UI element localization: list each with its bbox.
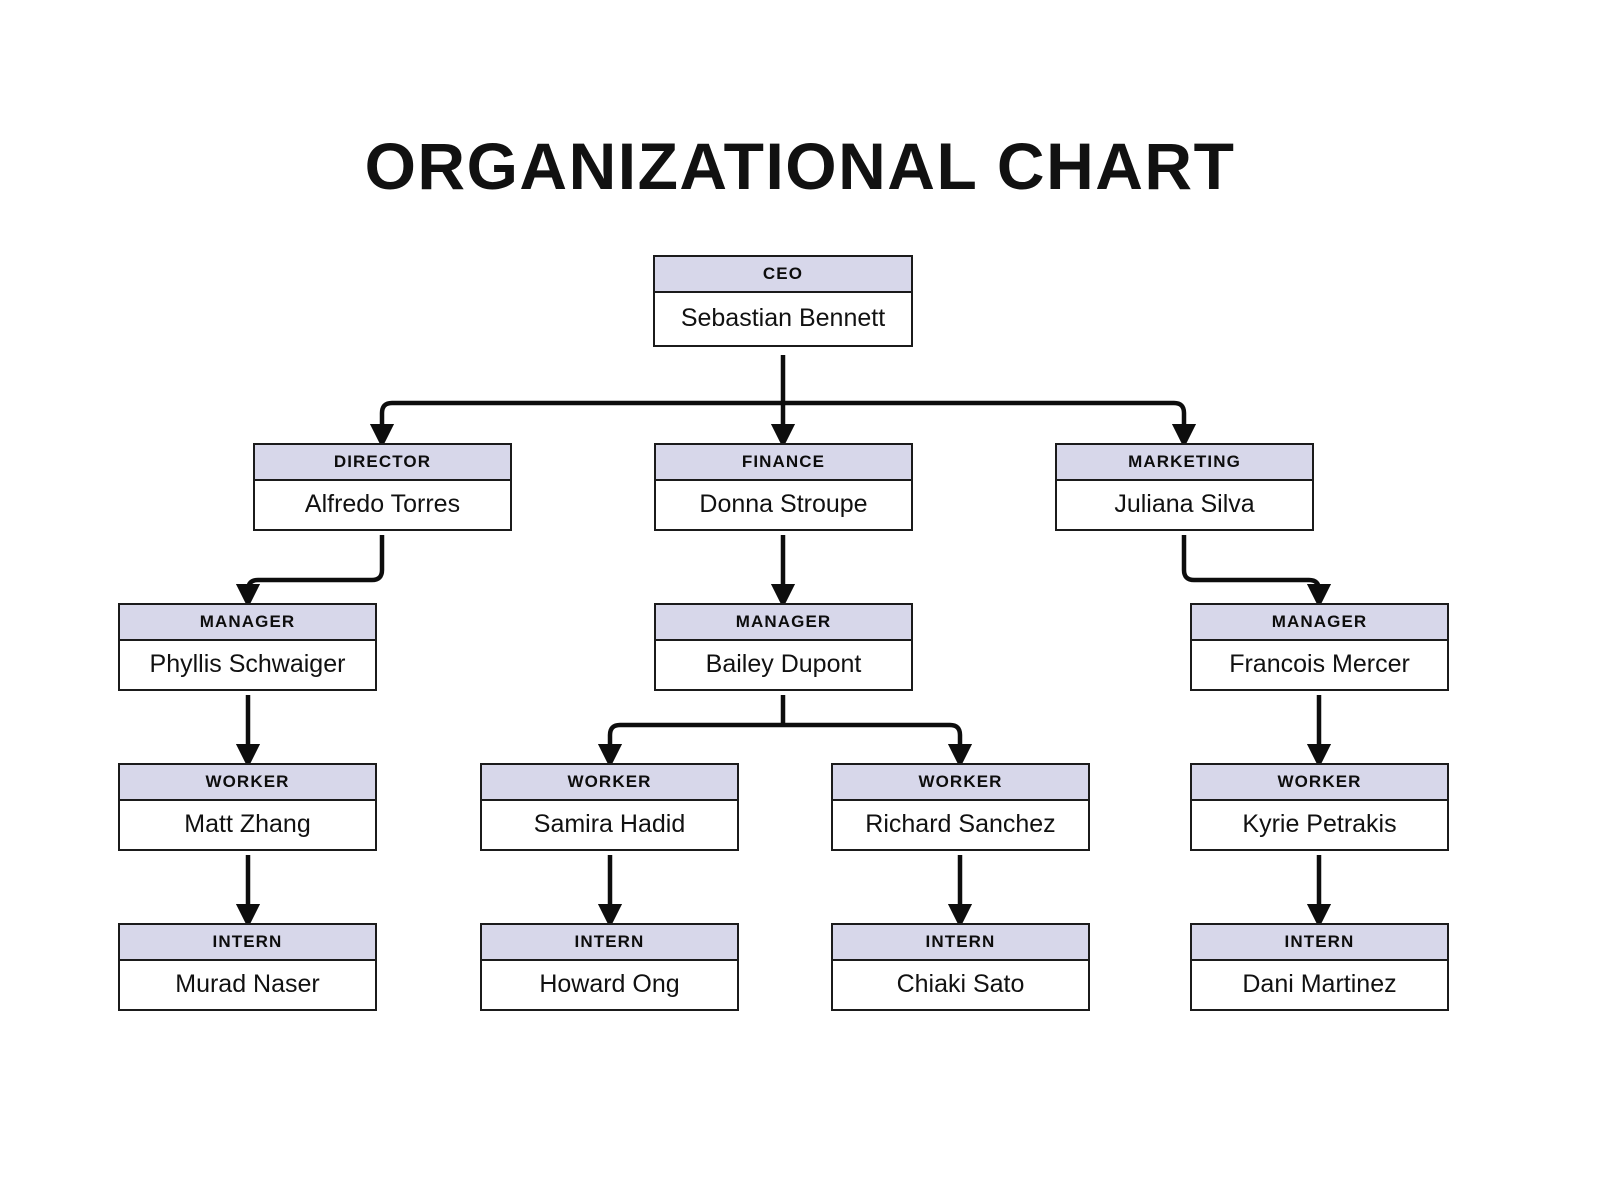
node-intern3-role: INTERN [833,925,1088,961]
node-manager2[interactable]: MANAGER Bailey Dupont [654,603,913,691]
node-worker2-name: Samira Hadid [482,801,737,849]
node-marketing-role: MARKETING [1057,445,1312,481]
node-ceo-name: Sebastian Bennett [655,293,911,345]
node-ceo[interactable]: CEO Sebastian Bennett [653,255,913,347]
node-worker3[interactable]: WORKER Richard Sanchez [831,763,1090,851]
node-worker4[interactable]: WORKER Kyrie Petrakis [1190,763,1449,851]
node-worker1-name: Matt Zhang [120,801,375,849]
node-intern4-role: INTERN [1192,925,1447,961]
node-worker3-name: Richard Sanchez [833,801,1088,849]
node-director-name: Alfredo Torres [255,481,510,529]
edge-marketing-manager3 [1181,535,1332,609]
node-intern2[interactable]: INTERN Howard Ong [480,923,739,1011]
node-intern4-name: Dani Martinez [1192,961,1447,1009]
node-manager1[interactable]: MANAGER Phyllis Schwaiger [118,603,377,691]
node-finance-name: Donna Stroupe [656,481,911,529]
node-intern4[interactable]: INTERN Dani Martinez [1190,923,1449,1011]
node-worker2[interactable]: WORKER Samira Hadid [480,763,739,851]
node-marketing[interactable]: MARKETING Juliana Silva [1055,443,1314,531]
node-marketing-name: Juliana Silva [1057,481,1312,529]
node-worker2-role: WORKER [482,765,737,801]
edge-ceo-marketing [783,400,1197,449]
node-intern2-role: INTERN [482,925,737,961]
node-director-role: DIRECTOR [255,445,510,481]
node-worker1[interactable]: WORKER Matt Zhang [118,763,377,851]
edge-manager2-worker3 [783,722,973,769]
node-manager1-role: MANAGER [120,605,375,641]
node-worker1-role: WORKER [120,765,375,801]
node-intern3-name: Chiaki Sato [833,961,1088,1009]
node-finance-role: FINANCE [656,445,911,481]
node-manager1-name: Phyllis Schwaiger [120,641,375,689]
edge-ceo-director [369,400,783,449]
node-ceo-role: CEO [655,257,911,293]
node-manager3[interactable]: MANAGER Francois Mercer [1190,603,1449,691]
node-intern1-role: INTERN [120,925,375,961]
node-worker4-name: Kyrie Petrakis [1192,801,1447,849]
node-worker4-role: WORKER [1192,765,1447,801]
node-director[interactable]: DIRECTOR Alfredo Torres [253,443,512,531]
node-worker3-role: WORKER [833,765,1088,801]
edge-manager2-worker2 [597,722,783,769]
node-intern1[interactable]: INTERN Murad Naser [118,923,377,1011]
node-manager2-role: MANAGER [656,605,911,641]
node-intern3[interactable]: INTERN Chiaki Sato [831,923,1090,1011]
edge-director-manager1 [235,535,385,609]
node-manager2-name: Bailey Dupont [656,641,911,689]
node-intern2-name: Howard Ong [482,961,737,1009]
node-finance[interactable]: FINANCE Donna Stroupe [654,443,913,531]
node-manager3-role: MANAGER [1192,605,1447,641]
node-intern1-name: Murad Naser [120,961,375,1009]
page-title: ORGANIZATIONAL CHART [364,129,1236,203]
node-manager3-name: Francois Mercer [1192,641,1447,689]
